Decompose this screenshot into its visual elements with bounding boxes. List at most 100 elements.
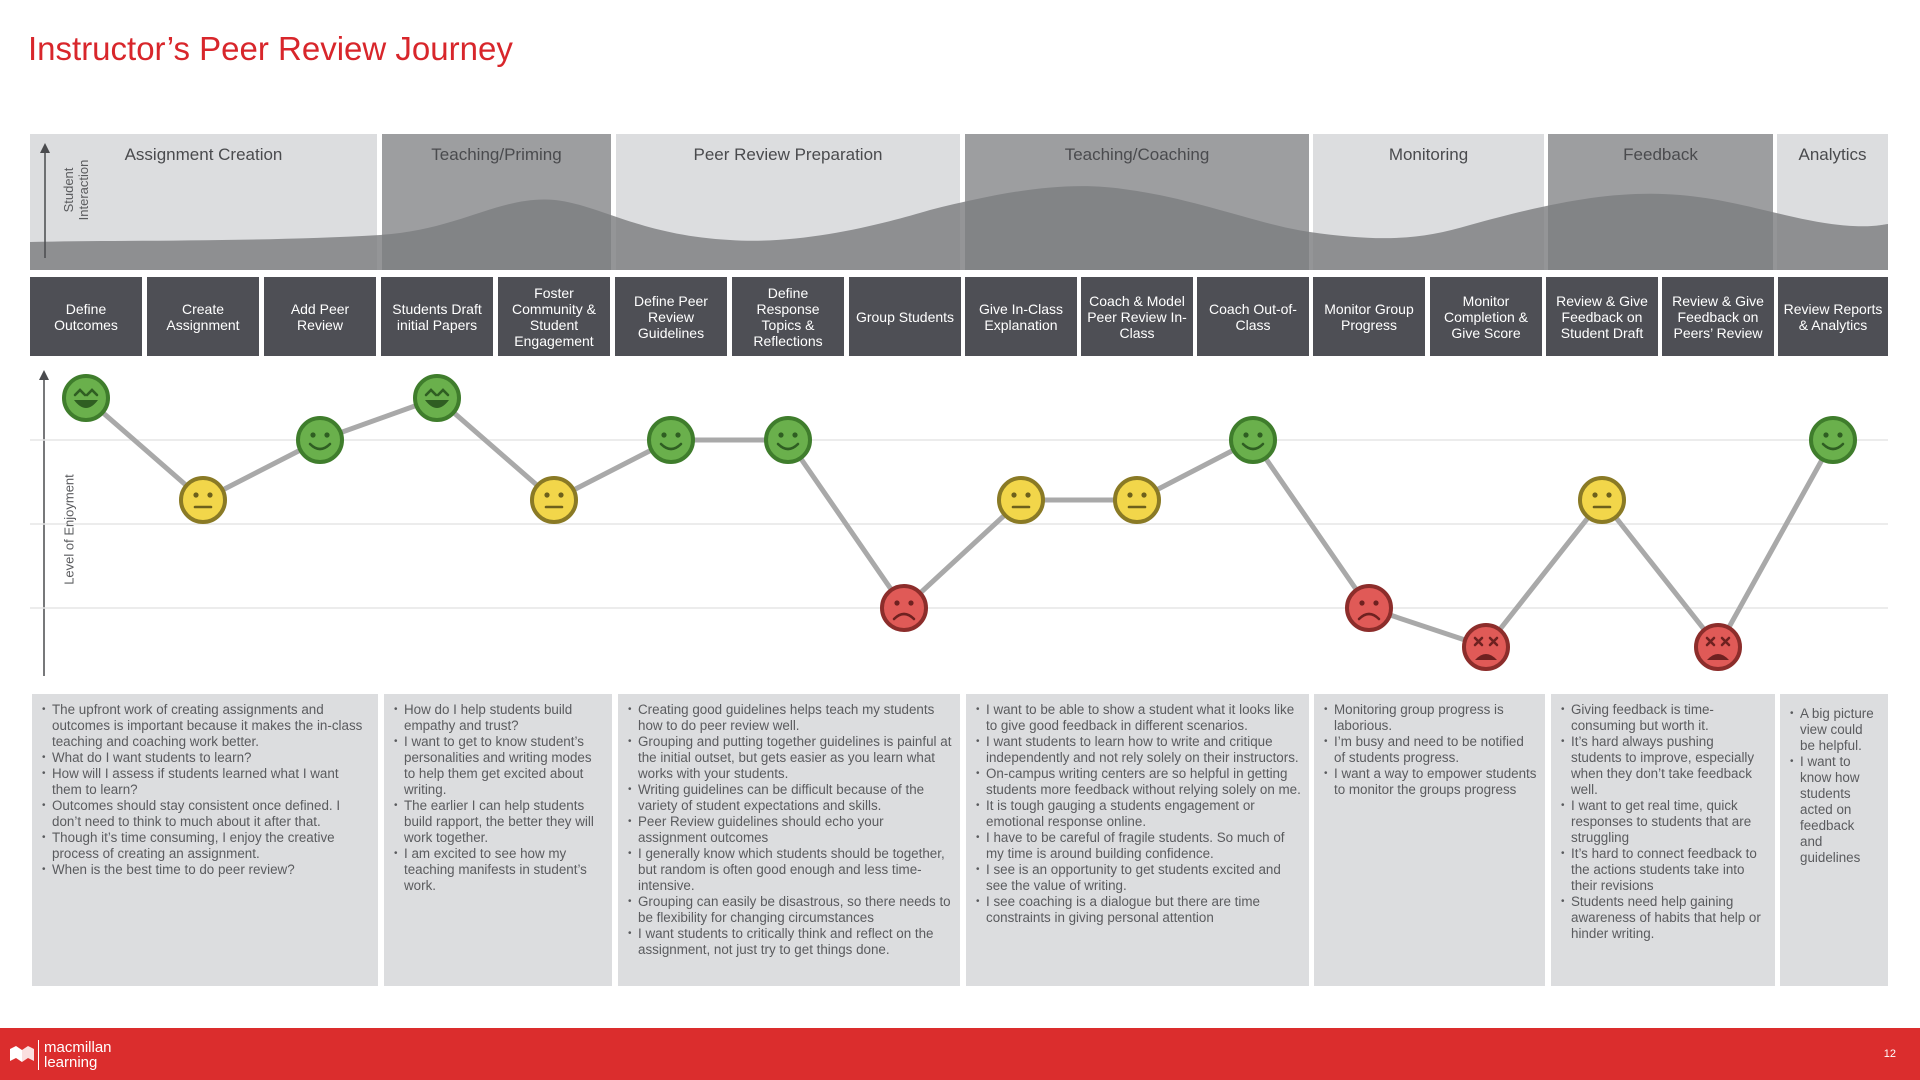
step-in-class-explanation: Give In-Class Explanation bbox=[965, 277, 1077, 356]
step-label: Create Assignment bbox=[166, 300, 240, 333]
note-item: Creating good guidelines helps teach my … bbox=[628, 702, 952, 734]
notes-teaching-priming: How do I help students build empathy and… bbox=[384, 694, 612, 986]
step-students-draft: Students Draft initial Papers bbox=[381, 277, 493, 356]
notes-list: A big picture view could be helpful. I w… bbox=[1790, 706, 1880, 866]
note-item: I want a way to empower students to moni… bbox=[1324, 766, 1537, 798]
step-group-students: Group Students bbox=[849, 277, 961, 356]
enjoyment-axis-label: Level of Enjoyment bbox=[61, 474, 77, 585]
step-label: Define Outcomes bbox=[54, 300, 118, 333]
note-item: I want to get to know student’s personal… bbox=[394, 734, 604, 798]
interaction-axis-label: Student Interaction bbox=[61, 159, 91, 221]
sad-face-icon bbox=[1345, 584, 1393, 632]
step-create-assignment: Create Assignment bbox=[147, 277, 259, 356]
note-item: I want students to critically think and … bbox=[628, 926, 952, 958]
step-define-guidelines: Define Peer Review Guidelines bbox=[615, 277, 727, 356]
enjoyment-axis bbox=[39, 370, 49, 676]
step-monitor-group-progress: Monitor Group Progress bbox=[1313, 277, 1425, 356]
phase-label: Peer Review Preparation bbox=[693, 145, 883, 164]
notes-list: I want to be able to show a student what… bbox=[976, 702, 1301, 926]
delighted-face-icon bbox=[62, 374, 110, 422]
step-label: Coach & Model Peer Review In-Class bbox=[1087, 292, 1187, 341]
note-item: I want students to learn how to write an… bbox=[976, 734, 1301, 766]
notes-feedback: Giving feedback is time-consuming but wo… bbox=[1551, 694, 1775, 986]
step-label: Define Peer Review Guidelines bbox=[634, 292, 708, 341]
step-define-outcomes: Define Outcomes bbox=[30, 277, 142, 356]
neutral-face-icon bbox=[997, 476, 1045, 524]
note-item: I have to be careful of fragile students… bbox=[976, 830, 1301, 862]
notes-analytics: A big picture view could be helpful. I w… bbox=[1780, 694, 1888, 986]
macmillan-logo-icon bbox=[10, 1046, 34, 1062]
note-item: On-campus writing centers are so helpful… bbox=[976, 766, 1301, 798]
note-item: Though it’s time consuming, I enjoy the … bbox=[42, 830, 370, 862]
step-label: Monitor Completion & Give Score bbox=[1443, 292, 1529, 341]
brand-line: learning bbox=[44, 1054, 98, 1071]
neutral-face-icon bbox=[1578, 476, 1626, 524]
step-coach-model: Coach & Model Peer Review In-Class bbox=[1081, 277, 1193, 356]
delighted-face-icon bbox=[413, 374, 461, 422]
note-item: What do I want students to learn? bbox=[42, 750, 370, 766]
interaction-wave bbox=[30, 186, 1888, 270]
step-define-response-topics: Define Response Topics & Reflections bbox=[732, 277, 844, 356]
notes-list: How do I help students build empathy and… bbox=[394, 702, 604, 894]
note-item: Grouping and putting together guidelines… bbox=[628, 734, 952, 782]
note-item: Students need help gaining awareness of … bbox=[1561, 894, 1767, 942]
step-reports-analytics: Review Reports & Analytics bbox=[1778, 277, 1888, 356]
note-item: I see is an opportunity to get students … bbox=[976, 862, 1301, 894]
note-item: It is tough gauging a students engagemen… bbox=[976, 798, 1301, 830]
notes-monitoring: Monitoring group progress is laborious. … bbox=[1314, 694, 1545, 986]
step-label: Students Draft initial Papers bbox=[392, 300, 482, 333]
note-item: Giving feedback is time-consuming but wo… bbox=[1561, 702, 1767, 734]
notes-teaching-coaching: I want to be able to show a student what… bbox=[966, 694, 1309, 986]
step-label: Define Response Topics & Reflections bbox=[753, 284, 823, 349]
step-feedback-peers-review: Review & Give Feedback on Peers’ Review bbox=[1662, 277, 1774, 356]
neutral-face-icon bbox=[530, 476, 578, 524]
step-foster-community: Foster Community & Student Engagement bbox=[498, 277, 610, 356]
happy-face-icon bbox=[1809, 416, 1857, 464]
step-label: Review & Give Feedback on Peers’ Review bbox=[1672, 292, 1764, 341]
neutral-face-icon bbox=[1113, 476, 1161, 524]
miserable-face-icon bbox=[1694, 623, 1742, 671]
footer-bar: macmillan learning 12 bbox=[0, 1028, 1920, 1080]
step-label: Give In-Class Explanation bbox=[978, 300, 1064, 333]
mood-faces bbox=[62, 374, 1857, 671]
step-label: Review & Give Feedback on Student Draft bbox=[1556, 292, 1648, 341]
notes-list: Giving feedback is time-consuming but wo… bbox=[1561, 702, 1767, 942]
phase-label: Teaching/Priming bbox=[431, 145, 562, 164]
note-item: When is the best time to do peer review? bbox=[42, 862, 370, 878]
enjoyment-gridlines bbox=[30, 439, 1888, 609]
page-title: Instructor’s Peer Review Journey bbox=[28, 30, 513, 67]
note-item: How do I help students build empathy and… bbox=[394, 702, 604, 734]
note-item: How will I assess if students learned wh… bbox=[42, 766, 370, 798]
note-item: It’s hard always pushing students to imp… bbox=[1561, 734, 1767, 798]
note-item: The earlier I can help students build ra… bbox=[394, 798, 604, 846]
note-item: I want to be able to show a student what… bbox=[976, 702, 1301, 734]
happy-face-icon bbox=[1229, 416, 1277, 464]
happy-face-icon bbox=[296, 416, 344, 464]
notes-list: Monitoring group progress is laborious. … bbox=[1324, 702, 1537, 798]
sad-face-icon bbox=[880, 584, 928, 632]
step-add-peer-review: Add Peer Review bbox=[264, 277, 376, 356]
interaction-axis bbox=[40, 143, 50, 258]
step-label: Coach Out-of-Class bbox=[1209, 300, 1297, 333]
phase-label: Analytics bbox=[1798, 145, 1867, 164]
notes-assignment-creation: The upfront work of creating assignments… bbox=[32, 694, 378, 986]
brand-wordmark: macmillan learning bbox=[38, 1040, 112, 1070]
note-item: I generally know which students should b… bbox=[628, 846, 952, 894]
step-monitor-completion: Monitor Completion & Give Score bbox=[1430, 277, 1542, 356]
note-item: I want to know how students acted on fee… bbox=[1790, 754, 1880, 866]
note-item: Monitoring group progress is laborious. bbox=[1324, 702, 1537, 734]
phase-label: Teaching/Coaching bbox=[1064, 145, 1210, 164]
note-item: Grouping can easily be disastrous, so th… bbox=[628, 894, 952, 926]
note-item: I want to get real time, quick responses… bbox=[1561, 798, 1767, 846]
notes-list: The upfront work of creating assignments… bbox=[42, 702, 370, 878]
brand-line: macmillan bbox=[44, 1039, 112, 1056]
note-item: Peer Review guidelines should echo your … bbox=[628, 814, 952, 846]
note-item: It’s hard to connect feedback to the act… bbox=[1561, 846, 1767, 894]
notes-peer-review-preparation: Creating good guidelines helps teach my … bbox=[618, 694, 960, 986]
note-item: I see coaching is a dialogue but there a… bbox=[976, 894, 1301, 926]
step-label: Foster Community & Student Engagement bbox=[511, 284, 597, 349]
step-label: Group Students bbox=[855, 308, 955, 325]
phase-label: Monitoring bbox=[1388, 145, 1469, 164]
happy-face-icon bbox=[647, 416, 695, 464]
step-label: Monitor Group Progress bbox=[1324, 300, 1414, 333]
